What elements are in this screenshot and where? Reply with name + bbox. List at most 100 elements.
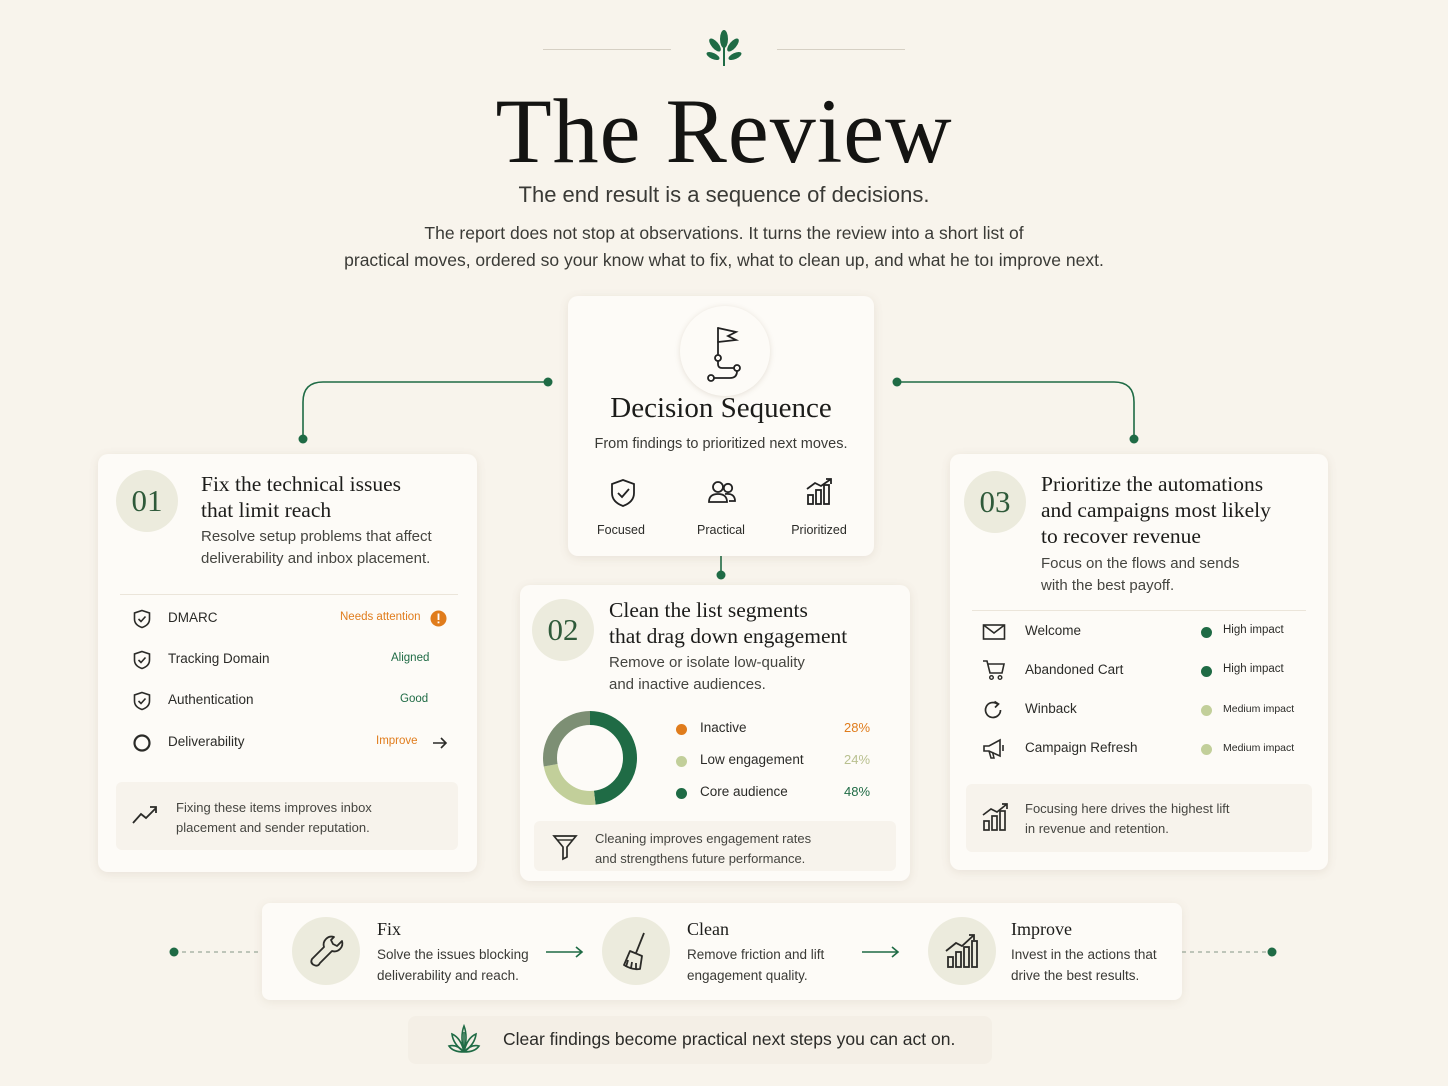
wrench-icon [310, 935, 344, 967]
card2-note-line-1: Cleaning improves engagement rates [595, 831, 812, 846]
header-rule-right [777, 49, 905, 50]
leaf-icon [447, 1023, 481, 1053]
card1-title-line-1: Fix the technical issues [201, 472, 402, 496]
check-row-authentication[interactable]: Authentication Good [132, 689, 452, 713]
note-box [534, 821, 896, 871]
card3-note-line-1: Focusing here drives the highest lift [1025, 801, 1230, 816]
megaphone-icon [983, 738, 1004, 759]
segment-donut-chart [543, 711, 637, 805]
refresh-icon [984, 700, 1002, 719]
shield-check-icon [133, 691, 151, 711]
card2-title: Clean the list segments that drag down e… [609, 597, 847, 649]
step-clean-badge [602, 917, 670, 985]
step-desc-improve: Invest in the actions that drive the bes… [1011, 944, 1157, 986]
flag-path-icon-badge [680, 306, 770, 396]
segment-row-core-audience: Core audience 48% [674, 781, 874, 805]
card3-note-line-2: in revenue and retention. [1025, 821, 1169, 836]
check-row-deliverability[interactable]: Deliverability Improve [132, 731, 452, 755]
legend-dot [676, 724, 687, 735]
center-subtitle: From findings to prioritized next moves. [594, 436, 848, 452]
growth-chart-icon [945, 934, 978, 968]
segment-row-inactive: Inactive 28% [674, 717, 874, 741]
priority-row-winback[interactable]: Winback Medium impact [982, 698, 1312, 722]
card-number-01: 01 [116, 470, 178, 532]
segment-label: Core audience [700, 784, 788, 799]
divider [120, 594, 458, 595]
card3-desc-line-2: with the best payoff. [1041, 577, 1175, 594]
check-row-dmarc[interactable]: DMARC Needs attention [132, 607, 452, 631]
card3-title-line-3: to recover revenue [1041, 524, 1201, 548]
card1-note: Fixing these items improves inbox placem… [176, 798, 372, 838]
center-title: Decision Sequence [610, 392, 832, 424]
card1-title-line-2: that limit reach [201, 498, 332, 522]
priority-row-campaign-refresh[interactable]: Campaign Refresh Medium impact [982, 737, 1312, 761]
status-improve: Improve [376, 735, 418, 747]
arrow-right-icon [546, 946, 584, 958]
priority-label: Abandoned Cart [1025, 662, 1124, 677]
segment-value: 24% [844, 752, 871, 767]
card-clean-segments: 02 Clean the list segments that drag dow… [520, 585, 910, 881]
funnel-icon [552, 835, 578, 861]
check-label: Authentication [168, 692, 254, 707]
card2-description: Remove or isolate low-quality and inacti… [609, 652, 805, 696]
card2-desc-line-2: and inactive audiences. [609, 676, 766, 693]
donut-slice-low-engagement [543, 711, 637, 805]
card3-title: Prioritize the automations and campaigns… [1041, 471, 1271, 549]
card-number-03: 03 [964, 471, 1026, 533]
envelope-icon [982, 624, 1006, 640]
card1-title: Fix the technical issues that limit reac… [201, 471, 401, 523]
step-desc-line-1: Invest in the actions that [1011, 947, 1157, 962]
card2-note-line-2: and strengthens future performance. [595, 851, 806, 866]
card2-desc-line-1: Remove or isolate low-quality [609, 654, 805, 671]
impact-dot [1201, 627, 1212, 638]
card3-description: Focus on the flows and sends with the be… [1041, 553, 1239, 597]
impact-high: High impact [1223, 663, 1284, 675]
trend-up-icon [132, 806, 157, 824]
card-number-02: 02 [532, 599, 594, 661]
impact-medium: Medium impact [1223, 703, 1295, 715]
step-desc-line-2: drive the best results. [1011, 968, 1140, 983]
segment-value: 48% [844, 784, 871, 799]
card3-title-line-2: and campaigns most likely [1041, 498, 1271, 522]
segment-value: 28% [844, 720, 871, 735]
shield-check-icon [133, 650, 151, 670]
card-fix-technical: 01 Fix the technical issues that limit r… [98, 454, 477, 872]
step-title-improve: Improve [1011, 919, 1072, 939]
footer-banner [408, 1016, 992, 1064]
divider [972, 610, 1306, 611]
intro-line-2: practical moves, ordered so your know wh… [344, 250, 1104, 270]
priority-row-abandoned-cart[interactable]: Abandoned Cart High impact [982, 659, 1312, 683]
check-label: DMARC [168, 610, 218, 625]
alert-icon [430, 610, 447, 627]
note-box [966, 784, 1312, 852]
people-icon [708, 481, 736, 503]
priority-row-welcome[interactable]: Welcome High impact [982, 620, 1312, 644]
step-desc-fix: Solve the issues blocking deliverability… [377, 944, 529, 986]
status-needs-attention: Needs attention [340, 611, 421, 623]
arrow-right-icon[interactable] [432, 736, 448, 750]
step-desc-line-2: deliverability and reach. [377, 968, 519, 983]
page-title: The Review [495, 80, 953, 182]
step-desc-line-1: Remove friction and lift [687, 947, 825, 962]
impact-medium: Medium impact [1223, 742, 1295, 754]
card3-note: Focusing here drives the highest lift in… [1025, 799, 1230, 839]
intro-paragraph: The report does not stop at observations… [300, 220, 1148, 274]
card1-note-line-1: Fixing these items improves inbox [176, 800, 372, 815]
note-box [116, 782, 458, 850]
page-subtitle: The end result is a sequence of decision… [518, 182, 930, 207]
intro-line-1: The report does not stop at observations… [424, 223, 1024, 243]
priority-label: Welcome [1025, 623, 1082, 638]
card1-description: Resolve setup problems that affect deliv… [201, 526, 432, 570]
flag-path-icon [707, 327, 741, 382]
step-desc-line-2: engagement quality. [687, 968, 808, 983]
check-label: Deliverability [168, 734, 245, 749]
cart-icon [983, 660, 1005, 681]
card1-desc-line-2: deliverability and inbox placement. [201, 550, 431, 567]
donut-slice-inactive [543, 711, 637, 805]
step-title-clean: Clean [687, 919, 729, 939]
check-row-tracking-domain[interactable]: Tracking Domain Aligned [132, 648, 452, 672]
shield-check-icon [611, 479, 635, 507]
priority-label: Winback [1025, 701, 1077, 716]
step-desc-line-1: Solve the issues blocking [377, 947, 529, 962]
arrow-right-icon [862, 946, 900, 958]
